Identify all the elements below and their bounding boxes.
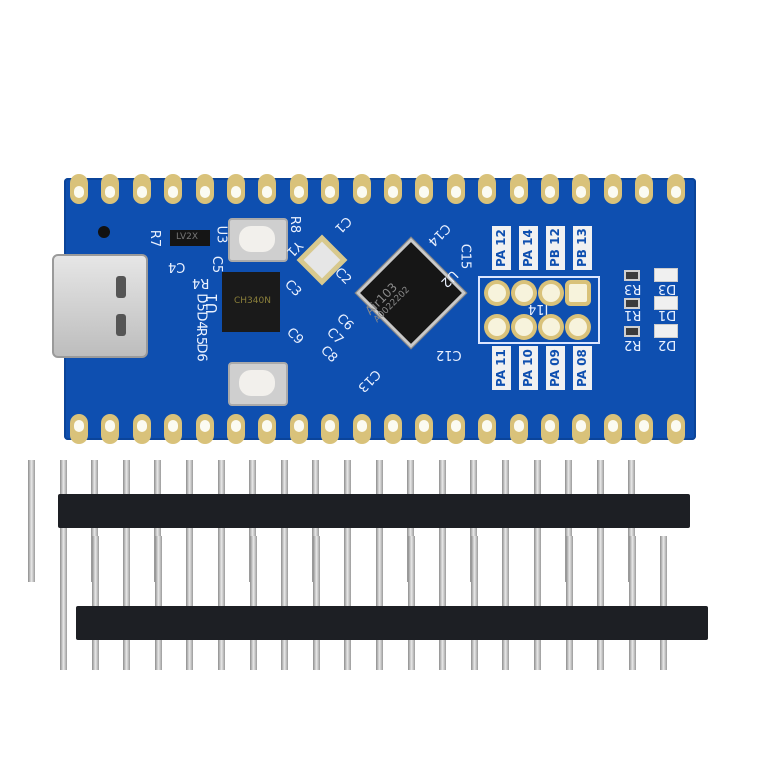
header-pin — [502, 536, 510, 670]
castellated-pad — [321, 174, 340, 204]
castellated-pad — [666, 174, 685, 204]
castellated-pad — [635, 414, 654, 444]
pin-label: PB 13 — [573, 226, 592, 270]
header-pin — [470, 536, 478, 670]
castellated-pad — [384, 414, 402, 444]
pin-header-strip-2 — [76, 606, 708, 640]
header-pin — [439, 536, 447, 670]
castellated-pad — [509, 174, 528, 204]
castellated-pad — [164, 414, 183, 444]
castellated-pad — [541, 414, 559, 444]
pin-label: PB 12 — [546, 226, 565, 270]
castellated-pad — [572, 414, 591, 444]
castellated-pad — [258, 414, 277, 444]
header-pin — [312, 536, 320, 670]
pin-header-strip-1 — [58, 494, 690, 528]
castellated-pad — [352, 414, 371, 444]
castellated-pad — [352, 174, 371, 204]
usb-c-connector — [52, 254, 148, 358]
j14-header — [478, 276, 600, 344]
pin-label: PA 11 — [492, 346, 511, 390]
led-d1 — [654, 296, 678, 310]
led-d3 — [654, 268, 678, 282]
castellated-pad — [195, 414, 214, 444]
header-pin — [628, 536, 636, 670]
castellated-pad — [101, 174, 120, 204]
header-pin — [281, 536, 289, 670]
castellated-pad — [70, 414, 88, 444]
j14-pin-hole — [569, 318, 587, 336]
header-pin — [91, 536, 99, 670]
castellated-pad — [289, 174, 308, 204]
j14-pin-hole — [542, 318, 560, 336]
castellated-pad — [70, 174, 88, 204]
header-pin — [344, 536, 352, 670]
castellated-pad — [132, 414, 151, 444]
pin-label: PA 09 — [546, 346, 565, 390]
castellated-pad — [415, 414, 434, 444]
header-pin — [154, 536, 162, 670]
castellated-pad — [384, 174, 402, 204]
header-pin — [376, 536, 383, 670]
reset-button[interactable] — [228, 218, 288, 262]
castellated-pad — [101, 414, 120, 444]
j14-pin-hole — [515, 284, 533, 302]
header-pin — [218, 536, 225, 670]
pin-label: PA 08 — [573, 346, 592, 390]
header-pin — [597, 536, 605, 670]
header-pin — [60, 536, 67, 670]
j14-pin-hole — [488, 318, 506, 336]
castellated-pad — [635, 174, 654, 204]
castellated-pad — [666, 414, 685, 444]
castellated-pad — [415, 174, 434, 204]
j14-pin-hole — [542, 284, 560, 302]
castellated-pad — [289, 414, 308, 444]
header-pin — [660, 536, 668, 670]
mounting-dot — [98, 226, 110, 238]
header-pin — [28, 460, 35, 582]
led-d2 — [654, 324, 678, 338]
j14-label: J14 — [528, 301, 549, 316]
j14-pin-hole — [515, 318, 533, 336]
pin-label: PA 12 — [492, 226, 511, 270]
boot-button[interactable] — [228, 362, 288, 406]
castellated-pad — [572, 174, 591, 204]
castellated-pad — [258, 174, 277, 204]
castellated-pad — [603, 174, 622, 204]
castellated-pad — [541, 174, 559, 204]
castellated-pad — [446, 414, 465, 444]
castellated-pad — [164, 174, 183, 204]
castellated-pad — [478, 414, 497, 444]
j14-pin-hole — [488, 284, 506, 302]
castellated-pad — [509, 414, 528, 444]
castellated-pad — [227, 174, 245, 204]
header-pin — [534, 536, 541, 670]
castellated-pad — [446, 174, 465, 204]
resistor-r2 — [624, 326, 640, 337]
castellated-pad — [478, 174, 497, 204]
pin-label: PA 14 — [519, 226, 538, 270]
header-pin — [186, 536, 194, 670]
header-pin — [249, 536, 257, 670]
header-pin — [407, 536, 415, 670]
castellated-pad — [132, 174, 151, 204]
header-pin — [565, 536, 573, 670]
ch340n-chip: CH340N — [222, 272, 280, 332]
resistor-r3 — [624, 270, 640, 281]
regulator-chip: LV2X — [170, 230, 210, 246]
castellated-pad — [227, 414, 245, 444]
j14-pin-hole — [569, 284, 587, 302]
castellated-pad — [195, 174, 214, 204]
resistor-r1 — [624, 298, 640, 309]
castellated-pad — [321, 414, 340, 444]
castellated-pad — [603, 414, 622, 444]
header-pin — [123, 536, 131, 670]
pin-label: PA 10 — [519, 346, 538, 390]
